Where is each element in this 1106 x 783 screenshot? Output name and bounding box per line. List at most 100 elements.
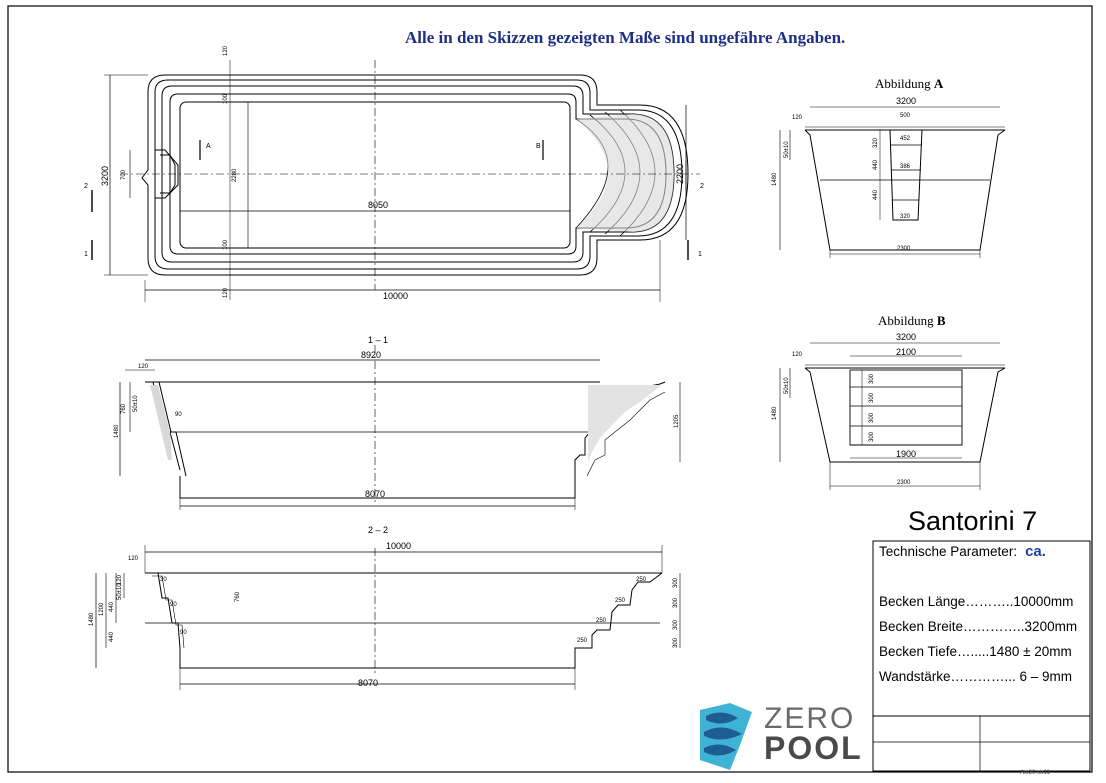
plan-top-100: 100: [223, 93, 229, 104]
figure-a-width-500: 500: [900, 113, 911, 119]
section-2-2-right-250d: 250: [577, 638, 588, 644]
figure-b-step-300d: 300: [869, 431, 875, 442]
plan-view: [91, 60, 700, 302]
section-1-1-wall-760: 760: [121, 403, 127, 414]
section-2-2-top-length: 10000: [386, 541, 411, 551]
figure-a-width-320: 320: [900, 214, 911, 220]
section-2-2-right-250c: 250: [596, 618, 607, 624]
params-title: Technische Parameter: ca.: [879, 543, 1046, 560]
params-row-depth: Becken Tiefe….....1480 ± 20mm: [879, 644, 1072, 659]
plan-bottom-100: 100: [223, 239, 229, 250]
plan-inner-height: 2280: [232, 168, 238, 182]
section-1-1-depth-1480: 1480: [114, 424, 120, 438]
section-2-2-title: 2 – 2: [368, 525, 388, 535]
section-2-2-step-90a: 90: [170, 602, 177, 608]
figure-a-title-letter: A: [933, 76, 944, 91]
figure-b-depth: 1480: [772, 406, 778, 420]
section-1-1-rim-120: 120: [138, 364, 149, 370]
title-block: [872, 540, 1091, 772]
plan-section-2-right: 2: [700, 183, 704, 190]
section-2-2-bottom-length: 8070: [358, 678, 378, 688]
figure-a: [779, 106, 1006, 258]
plan-bottom-120: 120: [223, 287, 229, 298]
plan-view-labels: 10000 8050 3200 2200 2280 700 120 100 10…: [84, 45, 704, 301]
plan-section-1-left: 1: [84, 251, 88, 258]
params-row-wall: Wandstärke…………... 6 – 9mm: [879, 669, 1073, 684]
figure-a-labels: 3200 2300 120 50±10 1480 500 452 386 320…: [772, 96, 916, 252]
section-1-1-top-length: 8920: [361, 350, 381, 360]
section-2-2-mid-760: 760: [235, 591, 241, 602]
section-2-2-right-300c: 300: [673, 619, 679, 630]
section-2-2-labels: 2 – 2 10000 8070 120 760 1480 1200 440 4…: [89, 525, 679, 688]
section-1-1-step-90: 90: [175, 412, 182, 418]
section-1-1-title: 1 – 1: [368, 335, 388, 345]
logo-word-pool: POOL: [764, 730, 863, 766]
figure-b-step-300a: 300: [869, 373, 875, 384]
plan-width-right: 2200: [675, 164, 685, 184]
plan-section-1-right: 1: [698, 251, 702, 258]
plan-width-left: 3200: [100, 166, 110, 186]
section-2-2-depth-1480: 1480: [89, 612, 95, 626]
figure-a-depth: 1480: [772, 172, 778, 186]
section-2-2-depth-440a: 440: [109, 601, 115, 612]
figure-a-top: 3200: [896, 96, 916, 106]
figure-b-step-300c: 300: [869, 412, 875, 423]
figure-a-title: Abbildung A: [875, 76, 943, 92]
section-2-2-right-250a: 250: [636, 577, 647, 583]
corner-note: Atv20 str11: [1020, 770, 1050, 776]
figure-a-wall: 50±10: [784, 141, 790, 158]
section-1-1-bottom-length: 8070: [365, 489, 385, 499]
disclaimer-heading: Alle in den Skizzen gezeigten Maße sind …: [405, 28, 846, 47]
figure-b-labels: 3200 2100 1900 2300 120 50±10 1480 300 3…: [772, 332, 916, 486]
figure-b-step-300b: 300: [869, 392, 875, 403]
figure-b: [779, 342, 1006, 490]
section-2-2-right-300d: 300: [673, 637, 679, 648]
figure-a-title-prefix: Abbildung: [875, 76, 931, 91]
section-1-1-wall-50: 50±10: [133, 395, 139, 412]
params-title-text: Technische Parameter:: [879, 544, 1018, 559]
figure-b-wall: 50±10: [784, 377, 790, 394]
figure-b-title: Abbildung B: [878, 313, 946, 329]
section-2-2-depth-50: 50±10: [117, 583, 123, 600]
section-2-2-depth-120: 120: [117, 574, 123, 585]
plan-length-total: 10000: [383, 291, 408, 301]
model-name: Santorini 7: [908, 506, 1038, 536]
figure-a-height-440b: 440: [873, 189, 879, 200]
params-row-length: Becken Länge………..10000mm: [879, 594, 1074, 609]
section-2-2-step-30: 30: [160, 577, 167, 583]
section-2-2-depth-1200: 1200: [99, 602, 105, 616]
section-2-2-rim-120: 120: [128, 556, 139, 562]
figure-b-top: 3200: [896, 332, 916, 342]
figure-a-width-452: 452: [900, 136, 911, 142]
figure-b-rim: 120: [792, 352, 803, 358]
section-2-2-right-250b: 250: [615, 598, 626, 604]
figure-b-title-letter: B: [936, 313, 946, 328]
zeropool-wave-icon: [700, 703, 752, 770]
figure-a-width-386: 386: [900, 164, 911, 170]
plan-section-2-left: 2: [84, 183, 88, 190]
figure-b-stair-bottom: 1900: [896, 449, 916, 459]
plan-cut-b: B: [536, 143, 541, 150]
params-ca: ca.: [1025, 543, 1046, 560]
params-row-width: Becken Breite…………..3200mm: [879, 619, 1078, 634]
plan-step-700: 700: [121, 169, 127, 180]
plan-cut-a: A: [206, 143, 211, 150]
figure-a-height-320: 320: [873, 137, 879, 148]
plan-top-120: 120: [223, 45, 229, 56]
section-2-2: [95, 545, 681, 690]
section-2-2-step-90b: 90: [180, 630, 187, 636]
figure-b-title-prefix: Abbildung: [878, 313, 934, 328]
section-2-2-right-300b: 300: [673, 597, 679, 608]
figure-a-bottom: 2300: [897, 246, 911, 252]
section-2-2-right-300a: 300: [673, 577, 679, 588]
section-1-1: [119, 345, 681, 510]
figure-a-height-440a: 440: [873, 159, 879, 170]
logo-word-zero: ZERO: [764, 702, 856, 735]
section-2-2-depth-440b: 440: [109, 631, 115, 642]
section-1-1-labels: 1 – 1 8920 8070 120 760 50±10 1480 90 12…: [114, 335, 680, 499]
figure-b-bottom: 2300: [897, 480, 911, 486]
section-1-1-right-1205: 1205: [674, 414, 680, 428]
plan-length-inner: 8050: [368, 200, 388, 210]
figure-b-stair-top: 2100: [896, 347, 916, 357]
